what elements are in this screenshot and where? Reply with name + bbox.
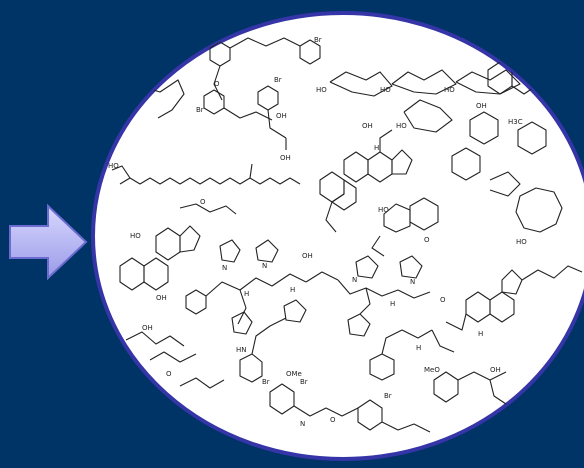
atom-label-h3c: H3C	[508, 118, 523, 126]
atom-label-o: O	[166, 370, 172, 378]
atom-label-n: N	[352, 276, 357, 284]
atom-label-o: O	[330, 416, 336, 424]
atom-label-n: N	[300, 420, 305, 428]
atom-label-h: H	[290, 286, 295, 294]
atom-label-h: H	[478, 330, 483, 338]
atom-label-ho: HO	[108, 162, 119, 170]
atom-label-ho: HO	[378, 206, 389, 214]
atom-label-ho: HO	[130, 232, 141, 240]
atom-label-ho: HO	[380, 86, 391, 94]
atom-label-oh: OH	[476, 102, 487, 110]
atom-label-n: N	[262, 262, 267, 270]
right-arrow-icon	[9, 203, 88, 281]
atom-label-oh: OH	[490, 366, 501, 374]
atom-label-ome: OMe	[286, 370, 302, 378]
atom-label-ho: HO	[444, 86, 455, 94]
atom-label-br: Br	[262, 378, 270, 386]
atom-label-h: H	[244, 290, 249, 298]
atom-label-h: H	[504, 408, 509, 416]
atom-label-o: O	[214, 80, 220, 88]
atom-label-ho: HO	[316, 86, 327, 94]
atom-label-o: O	[200, 198, 206, 206]
atom-label-hn: HN	[236, 346, 247, 354]
atom-label-oh: OH	[276, 112, 287, 120]
atom-label-oh: OH	[362, 122, 373, 130]
molecule-collage-circle: OH Br Br Br O OH HO HO HO HO OH H OH H3C…	[91, 11, 584, 461]
chemical-structures-collage	[111, 37, 583, 433]
atom-label-br: Br	[196, 106, 204, 114]
atom-label-br: Br	[274, 76, 282, 84]
atom-label-br: Br	[300, 378, 308, 386]
atom-label-n: N	[222, 264, 227, 272]
atom-label-h: H	[416, 344, 421, 352]
atom-label-n: N	[410, 278, 415, 286]
atom-label-oh: OH	[156, 294, 167, 302]
atom-label-oh: OH	[302, 252, 313, 260]
atom-label-h: H	[374, 144, 379, 152]
atom-label-o: O	[424, 236, 430, 244]
atom-label-h: H	[390, 300, 395, 308]
atom-label-o: O	[440, 296, 446, 304]
atom-label-br: Br	[384, 392, 392, 400]
atom-label-oh: OH	[142, 324, 153, 332]
atom-label-ho: HO	[516, 238, 527, 246]
atom-label-oh: OH	[280, 154, 291, 162]
atom-label-ho: HO	[396, 122, 407, 130]
atom-label-meo: MeO	[424, 366, 440, 374]
atom-label-br: Br	[314, 36, 322, 44]
